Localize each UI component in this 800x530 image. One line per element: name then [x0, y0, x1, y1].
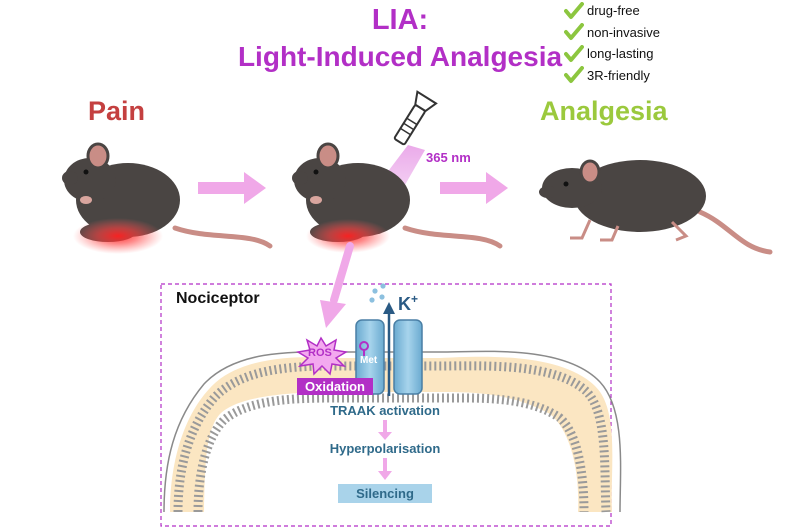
- nociceptor-title: Nociceptor: [176, 290, 260, 307]
- wavelength-label: 365 nm: [426, 150, 471, 165]
- potassium-ion-label: K+: [398, 292, 418, 315]
- mouse-illuminated: [292, 142, 503, 253]
- ion-charge: +: [411, 292, 419, 306]
- ion-symbol: K: [398, 294, 411, 314]
- benefit-label: long-lasting: [587, 46, 654, 62]
- step-traak-activation: TRAAK activation: [330, 403, 440, 418]
- cell-membrane: [163, 350, 622, 513]
- benefit-label: 3R-friendly: [587, 67, 650, 83]
- step-arrow-2: [378, 458, 392, 480]
- arrow-pain-to-light: [198, 172, 266, 204]
- benefit-label: non-invasive: [587, 24, 660, 40]
- step-hyperpolarisation: Hyperpolarisation: [329, 441, 441, 456]
- label-pain: Pain: [88, 96, 146, 126]
- zoom-arrow: [320, 242, 354, 328]
- step-arrow-1: [378, 420, 392, 440]
- benefit-label: drug-free: [587, 3, 640, 19]
- traak-channel: [355, 283, 423, 396]
- flashlight-icon: [393, 90, 438, 146]
- arrow-light-to-analgesia: [440, 172, 508, 204]
- silencing-result: Silencing: [338, 484, 432, 503]
- benefit-item: drug-free: [564, 0, 660, 22]
- benefit-item: 3R-friendly: [564, 65, 660, 87]
- title-line-1: LIA:: [371, 4, 429, 36]
- methionine-icon: [359, 341, 369, 356]
- checkmark-icon: [564, 44, 584, 62]
- oxidation-label: Oxidation: [297, 378, 373, 395]
- label-analgesia: Analgesia: [540, 96, 668, 126]
- mouse-analgesia: [539, 159, 773, 255]
- ros-label: ROS: [308, 347, 332, 359]
- checkmark-icon: [564, 1, 584, 19]
- benefits-list: drug-free non-invasive long-lasting 3R-f…: [564, 0, 660, 86]
- ros-burst-icon: [295, 336, 349, 376]
- nociceptor-box: [160, 283, 612, 527]
- checkmark-icon: [564, 66, 584, 84]
- benefit-item: non-invasive: [564, 22, 660, 44]
- met-label: Met: [360, 355, 378, 366]
- title-line-2: Light-Induced Analgesia: [237, 41, 563, 72]
- checkmark-icon: [564, 23, 584, 41]
- benefit-item: long-lasting: [564, 43, 660, 65]
- mouse-pain: [62, 142, 273, 254]
